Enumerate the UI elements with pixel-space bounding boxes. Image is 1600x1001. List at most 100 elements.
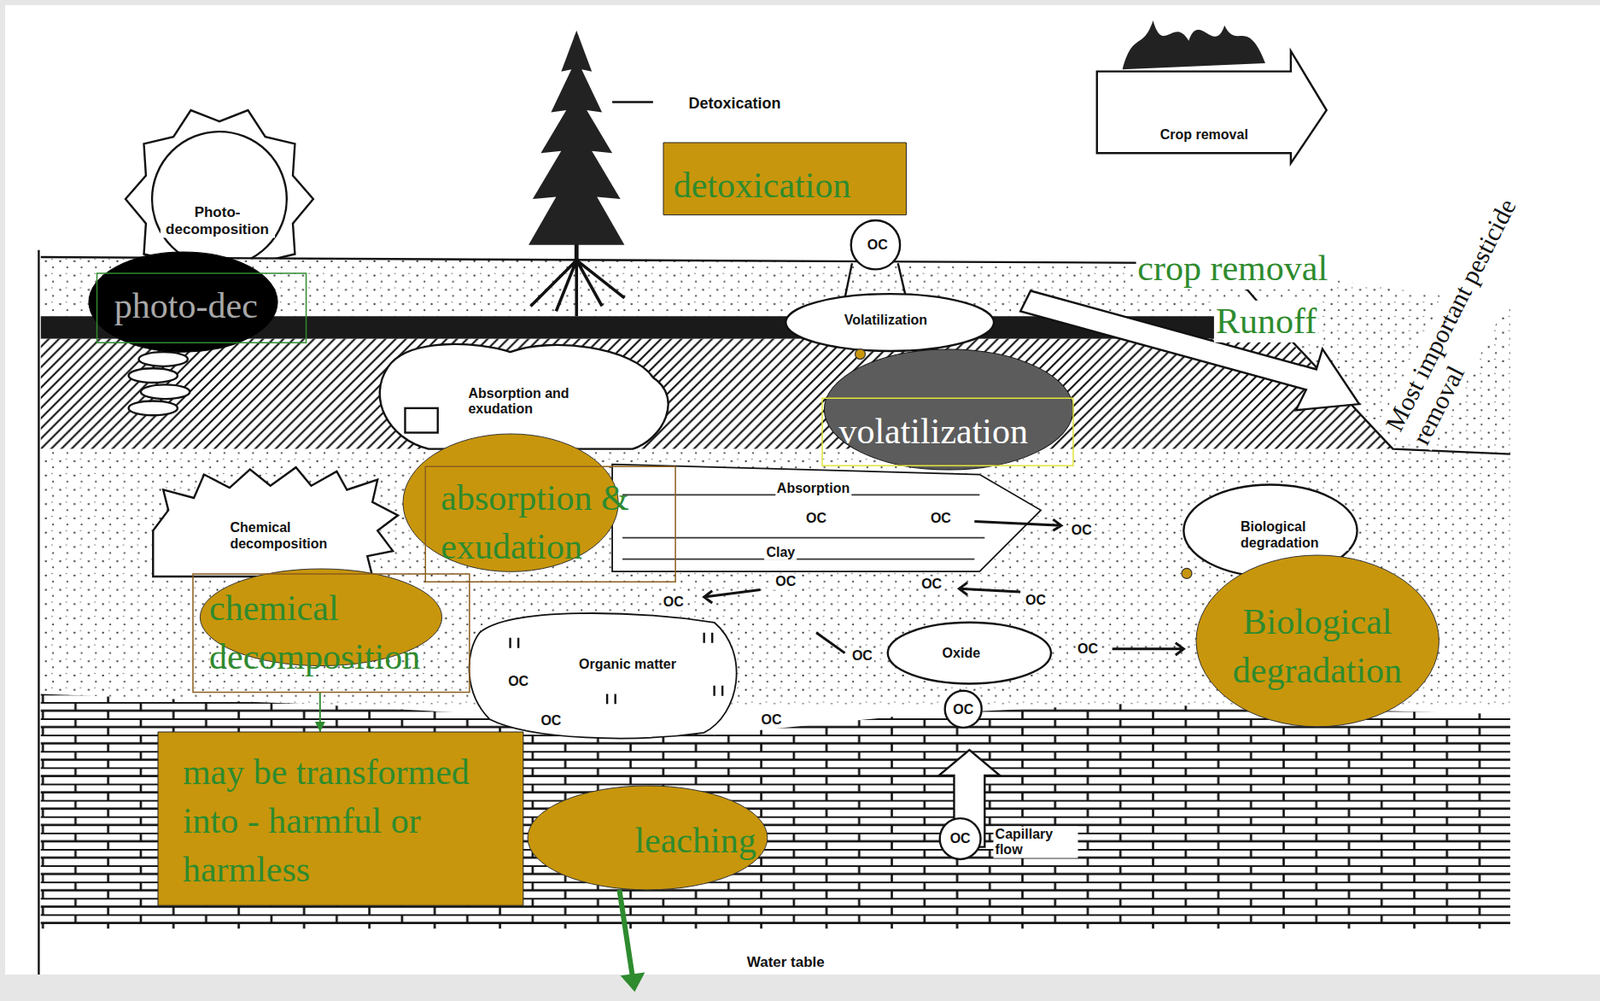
capillary-arrow-part [945,690,982,728]
exchange-arrows-part [816,632,845,654]
oc-marker: OC [948,830,973,847]
outline-ellipse [88,251,278,352]
oc-marker: OC [804,510,829,526]
oc-marker: OC [506,673,531,690]
volatilization-figure [785,220,994,351]
node-text: volatilization [838,407,1028,456]
organic-matter-blob-part [468,613,736,738]
diagram-label: Photo- decomposition [160,204,275,239]
soil-layers-part [37,250,40,975]
annotation-text: crop removal [1135,247,1330,289]
oc-marker: OC [773,573,798,590]
volatilization-figure-part [851,220,900,269]
crop-removal-arrow-part [1122,20,1266,70]
exchange-arrows [704,519,1185,655]
crop-removal-arrow [1097,20,1327,164]
earthworm-part [140,384,190,399]
node-text: leaching [634,816,756,865]
outline-rect [97,273,307,343]
capillary-arrow [939,690,1001,859]
node-text-group: absorption & exudation [440,473,663,572]
node-text: detoxication [673,161,852,211]
exchange-arrows-part [974,519,1062,531]
connector [315,691,326,732]
diagram-label: Biological degradation [1238,519,1349,551]
diagram-label: Most important pesticide removal [1378,131,1581,450]
node-text-group: volatilization [838,407,1028,456]
clay-layers-part [622,494,985,559]
callout-dot-part [1181,567,1192,579]
oc-marker: OC [850,648,875,664]
oc-marker: OC [1075,641,1100,657]
oc-marker: OC [1069,522,1094,538]
diagram-label: Oxide [940,645,982,661]
node-text: absorption & exudation [440,473,663,572]
node-text-group: photo-dec [114,281,258,331]
oc-marker: OC [1023,592,1048,608]
oc-marker: OC [661,594,686,610]
exchange-arrows-part [958,582,1021,595]
outline-rect [663,142,906,216]
exchange-arrows-part [1112,642,1185,655]
callout-ellipse: absorption & exudation [402,433,676,582]
diagram-label: Volatilization [842,312,929,328]
node-text: chemical decomposition [209,583,432,682]
oc-marker: OC [928,510,953,526]
callout-ellipse: photo-dec [88,251,307,352]
oxide-ellipse [887,622,1052,684]
tree [528,30,654,317]
diagram-label: Crop removal [1158,127,1250,143]
callout-ellipse: chemical decomposition [192,568,470,693]
earthworm-part [128,367,178,383]
capillary-arrow-part [939,749,1001,847]
tree-part [528,30,625,246]
callout-ellipse: volatilization [822,349,1074,470]
outline-rect [425,466,676,582]
node-text-group: detoxication [673,161,852,211]
white-panel [5,5,1600,975]
organic-matter-blob [468,613,736,738]
leaching-arrow-part [618,889,633,978]
soil-layers-part [40,693,1511,929]
diagram-label: Clay [764,543,797,560]
exchange-arrows-part [704,589,761,604]
diagram-label: Chemical decomposition [227,519,351,552]
capillary-arrow-part [940,817,982,859]
diagram-label: Absorption [775,480,852,497]
diagram-label: Water table [745,953,827,971]
absorption-cloud [379,344,669,450]
node-text: photo-dec [114,281,258,331]
tree-part [612,100,654,103]
clay-layers [612,464,1041,572]
earthworm-part [139,351,188,367]
diagram-label: Organic matter [577,656,678,672]
outline-rect [822,397,1074,466]
node-text-group: leaching [634,816,756,865]
callout-box: detoxication [663,142,906,216]
node-text-group: chemical decomposition [209,583,432,682]
organic-matter-blob-part [510,632,724,705]
chemical-starburst-part [152,467,398,577]
earthworm [128,351,191,415]
node-text: may be transformed into - harmful or har… [182,747,508,894]
leaching-arrow [618,889,645,992]
sun-part [151,131,287,267]
runoff-arrow [1020,290,1360,410]
oc-marker: OC [538,712,563,729]
earthworm-part [128,401,178,416]
clay-layers-part [612,464,1041,572]
soil-layers [38,250,1510,975]
annotation-text: Runoff [1214,300,1319,342]
chemical-starburst [152,467,398,577]
callout-ellipse: Biological degradation [1196,554,1439,727]
outline-rect [157,731,524,906]
node-outline [822,349,1074,470]
diagram-label: Capillary flow [993,826,1079,859]
oxide-ellipse-part [887,622,1052,684]
oc-marker: OC [919,575,944,591]
node-text: Biological degradation [1223,597,1412,695]
oc-marker: OC [865,237,890,253]
arrow-head [315,721,326,732]
tree-part [530,260,625,317]
